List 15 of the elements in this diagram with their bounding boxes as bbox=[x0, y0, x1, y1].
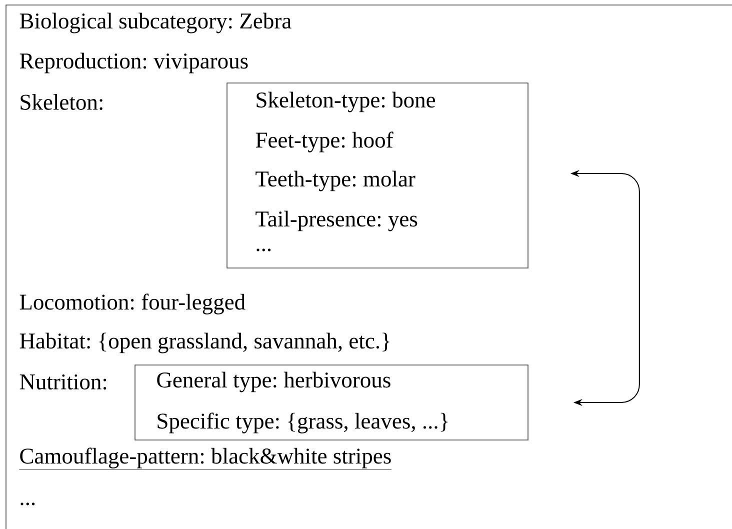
attribute-text: Locomotion: four-legged bbox=[20, 294, 246, 314]
attribute-text: Specific type: {grass, leaves, ...} bbox=[158, 412, 448, 434]
attribute-text: Teeth-type: molar bbox=[256, 170, 416, 192]
attribute-text: Nutrition: bbox=[20, 374, 106, 390]
attribute-text: Feet-type: hoof bbox=[256, 132, 394, 152]
attribute-text: Skeleton: bbox=[20, 94, 102, 110]
attribute-text: Skeleton-type: bone bbox=[256, 92, 436, 112]
attribute-text: Camouflage-pattern: black&white stripes bbox=[19, 448, 392, 470]
attribute-text: ... bbox=[20, 502, 35, 506]
attribute-text: Habitat: {open grassland, savannah, etc.} bbox=[20, 332, 390, 354]
attribute-text: Biological subcategory: Zebra bbox=[20, 12, 292, 34]
attribute-text: Reproduction: viviparous bbox=[20, 52, 248, 74]
attribute-text: Tail-presence: yes bbox=[256, 210, 418, 232]
attribute-text: ... bbox=[256, 248, 271, 252]
attribute-text: General type: herbivorous bbox=[157, 372, 390, 392]
